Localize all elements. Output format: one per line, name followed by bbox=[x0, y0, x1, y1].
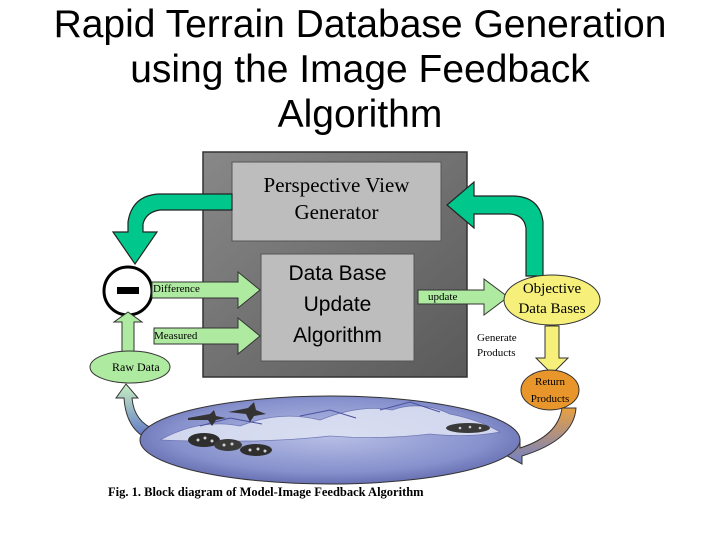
aircraft-icons bbox=[188, 402, 266, 426]
perspective-view-box bbox=[231, 161, 442, 242]
measured-label: Measured bbox=[154, 330, 198, 342]
perspective-view-line-1: Perspective View bbox=[263, 173, 410, 197]
return-products-line-1: Return bbox=[535, 376, 565, 388]
return-products-line-2: Products bbox=[530, 393, 570, 405]
minus-icon bbox=[117, 287, 139, 294]
measured-arrow bbox=[153, 316, 261, 356]
return-products-label: Return Products bbox=[518, 374, 582, 408]
title-line-3: Algorithm bbox=[277, 93, 443, 136]
generate-products-arrow bbox=[534, 325, 570, 375]
update-label: update bbox=[428, 291, 458, 303]
vehicle-icons bbox=[188, 423, 490, 456]
feedback-arrow-right bbox=[446, 180, 544, 277]
feedback-arrow-left bbox=[111, 193, 233, 266]
raw-data-up-arrow bbox=[112, 311, 144, 353]
database-update-line-1: Data Base bbox=[288, 262, 387, 285]
update-arrow bbox=[417, 278, 509, 316]
difference-arrow bbox=[151, 270, 261, 310]
raw-data-feed-arc bbox=[115, 383, 157, 441]
title-line-1: Rapid Terrain Database Generation bbox=[53, 3, 667, 46]
generate-products-line-1: Generate bbox=[477, 332, 517, 344]
title-line-2: using the Image Feedback bbox=[130, 48, 590, 91]
generate-products-line-2: Products bbox=[477, 347, 516, 359]
return-products-arc bbox=[498, 407, 577, 465]
perspective-view-label: Perspective View Generator bbox=[232, 172, 441, 226]
return-products-node bbox=[520, 369, 580, 411]
figure-caption: Fig. 1. Block diagram of Model-Image Fee… bbox=[108, 485, 424, 499]
database-update-label: Data Base Update Algorithm bbox=[261, 258, 414, 351]
perspective-view-line-2: Generator bbox=[294, 200, 379, 224]
objective-databases-node bbox=[503, 274, 601, 326]
raw-data-label: Raw Data bbox=[112, 360, 160, 374]
database-update-box bbox=[260, 253, 415, 362]
terrain-ridges bbox=[199, 401, 441, 427]
objective-line-2: Data Bases bbox=[518, 301, 586, 317]
difference-label: Difference bbox=[153, 283, 200, 295]
database-update-line-3: Algorithm bbox=[293, 324, 382, 347]
raw-data-node bbox=[89, 350, 171, 384]
objective-databases-label: Objective Data Bases bbox=[504, 279, 600, 319]
database-update-line-2: Update bbox=[303, 293, 372, 316]
objective-line-1: Objective bbox=[522, 281, 582, 297]
page-title: Rapid Terrain Database Generation using … bbox=[0, 2, 720, 137]
generate-products-label: Generate Products bbox=[477, 331, 517, 361]
terrain-mountains bbox=[158, 405, 502, 442]
